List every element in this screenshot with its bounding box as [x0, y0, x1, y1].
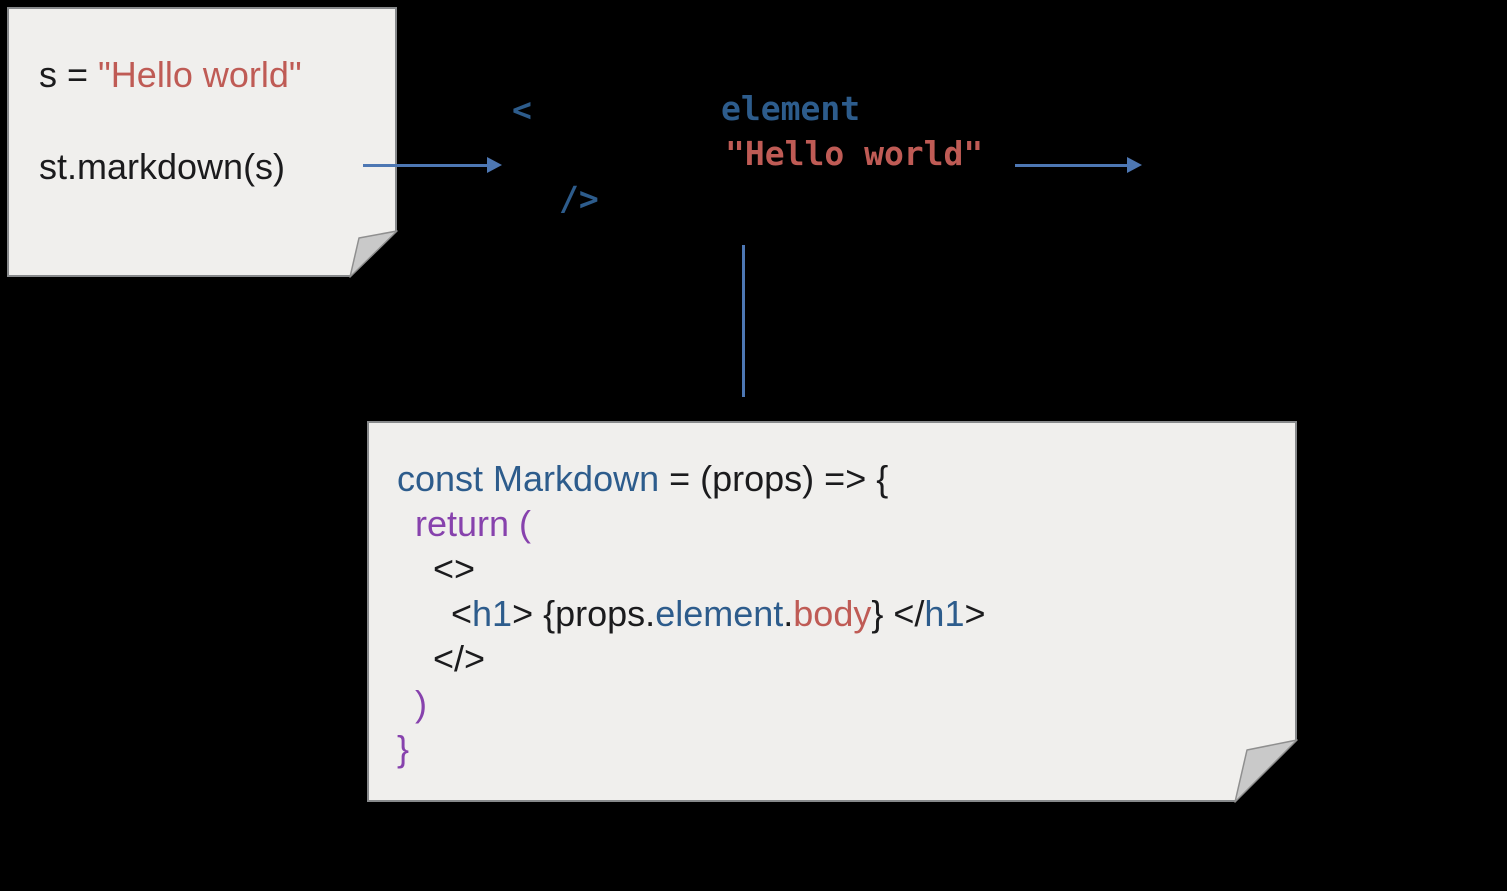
code-token: const Markdown — [397, 458, 660, 499]
code-token: } </ — [871, 593, 925, 634]
code-token: ) — [415, 683, 427, 724]
connector-element-to-component — [742, 245, 745, 397]
code-token: > {props. — [512, 593, 656, 634]
arrow-shaft — [1015, 163, 1127, 167]
element-close-bracket: /> — [559, 179, 599, 218]
code-token: s = — [39, 54, 99, 95]
arrow-script-to-element — [363, 157, 517, 173]
code-line: <> — [397, 546, 1295, 591]
element-open-bracket: < — [512, 90, 532, 129]
code-token: < — [451, 593, 473, 634]
code-token: </> — [433, 638, 486, 679]
code-line: ) — [397, 681, 1295, 726]
code-line: s = "Hello world" — [39, 52, 395, 97]
arrow-head — [487, 157, 502, 173]
code-token: element — [655, 593, 784, 634]
code-line: return ( — [397, 501, 1295, 546]
arrow-head — [1127, 157, 1142, 173]
arrow-element-to-result — [1015, 157, 1157, 173]
tag-name: h1 — [472, 593, 513, 634]
code-token: > — [964, 593, 986, 634]
script-code-note: s = "Hello world" st.markdown(s) — [7, 7, 397, 277]
code-line: <h1> {props.element.body} </h1> — [397, 591, 1295, 636]
code-token: = (props) => { — [659, 458, 889, 499]
code-line: st.markdown(s) — [39, 144, 395, 189]
element-string-value: "Hello world" — [725, 134, 984, 173]
code-token: . — [783, 593, 794, 634]
component-code-note: const Markdown = (props) => { return ( <… — [367, 421, 1297, 802]
code-line: } — [397, 726, 1295, 771]
code-line: const Markdown = (props) => { — [397, 456, 1295, 501]
element-attr-name: element — [721, 89, 861, 128]
code-token: } — [397, 728, 410, 769]
code-token: st.markdown(s) — [39, 146, 286, 187]
code-token: <> — [433, 548, 476, 589]
tag-name: h1 — [924, 593, 965, 634]
code-token: return ( — [415, 503, 532, 544]
string-literal: "Hello world" — [98, 54, 302, 95]
code-line: </> — [397, 636, 1295, 681]
code-token: body — [793, 593, 872, 634]
arrow-shaft — [363, 163, 487, 167]
